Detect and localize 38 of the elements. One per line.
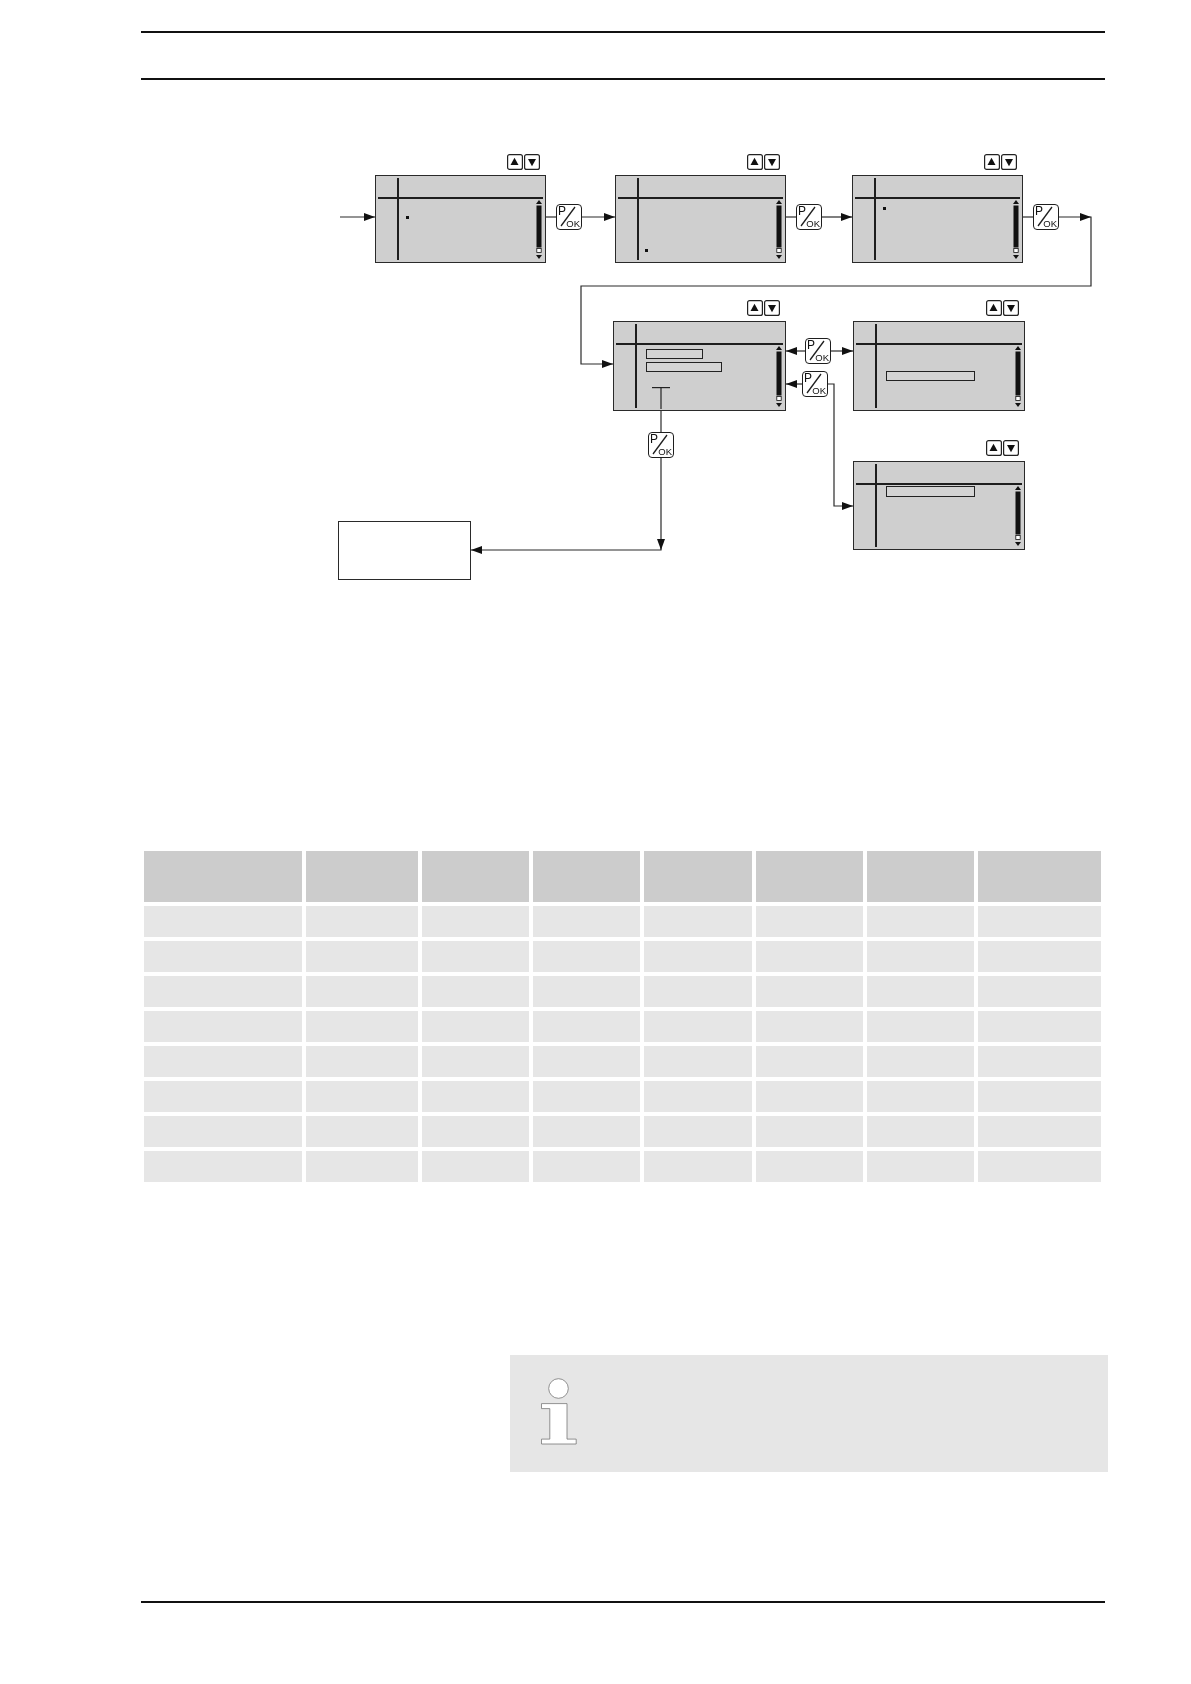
key-label: OK bbox=[566, 219, 580, 229]
connector-line bbox=[660, 410, 662, 433]
key-label: P bbox=[804, 372, 812, 384]
arrow bbox=[470, 457, 662, 554]
keypad-key bbox=[796, 204, 822, 230]
keypad-key bbox=[1033, 204, 1059, 230]
arrow bbox=[785, 380, 803, 388]
connector-line bbox=[545, 216, 557, 218]
key-label: OK bbox=[815, 353, 829, 363]
key-label: P bbox=[650, 433, 658, 445]
arrow bbox=[830, 347, 854, 355]
display-screen bbox=[853, 461, 1025, 550]
keypad-key bbox=[648, 432, 674, 458]
key-label: OK bbox=[1043, 219, 1057, 229]
key-label: P bbox=[807, 339, 815, 351]
display-screen bbox=[852, 175, 1023, 263]
key-label: P bbox=[1035, 205, 1043, 217]
arrow bbox=[785, 347, 806, 355]
key-label: P bbox=[798, 205, 806, 217]
connector-line bbox=[1022, 216, 1034, 218]
display-screen bbox=[853, 321, 1025, 411]
display-screen bbox=[613, 321, 786, 411]
arrow bbox=[821, 213, 853, 221]
key-label: OK bbox=[806, 219, 820, 229]
keypad-key bbox=[805, 338, 831, 364]
key-label: OK bbox=[812, 386, 826, 396]
arrow bbox=[827, 383, 854, 510]
arrow bbox=[339, 213, 376, 221]
keypad-key bbox=[556, 204, 582, 230]
arrow bbox=[581, 213, 616, 221]
display-screen bbox=[375, 175, 546, 263]
arrow bbox=[580, 216, 1092, 368]
empty-box bbox=[338, 521, 471, 580]
display-screen bbox=[615, 175, 786, 263]
key-label: OK bbox=[658, 447, 672, 457]
keypad-key bbox=[802, 371, 828, 397]
connector-line bbox=[785, 216, 797, 218]
key-label: P bbox=[558, 205, 566, 217]
